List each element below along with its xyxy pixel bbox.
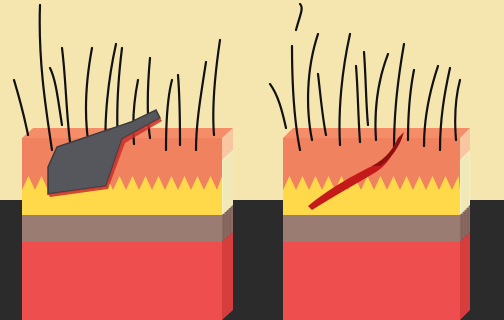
muscle-side-right xyxy=(460,232,470,320)
subcutis-front-right xyxy=(283,215,460,242)
muscle-front-left xyxy=(22,242,222,320)
subcutis-front-left xyxy=(22,215,222,242)
muscle-side-left xyxy=(222,232,233,320)
muscle-front-right xyxy=(283,242,460,320)
